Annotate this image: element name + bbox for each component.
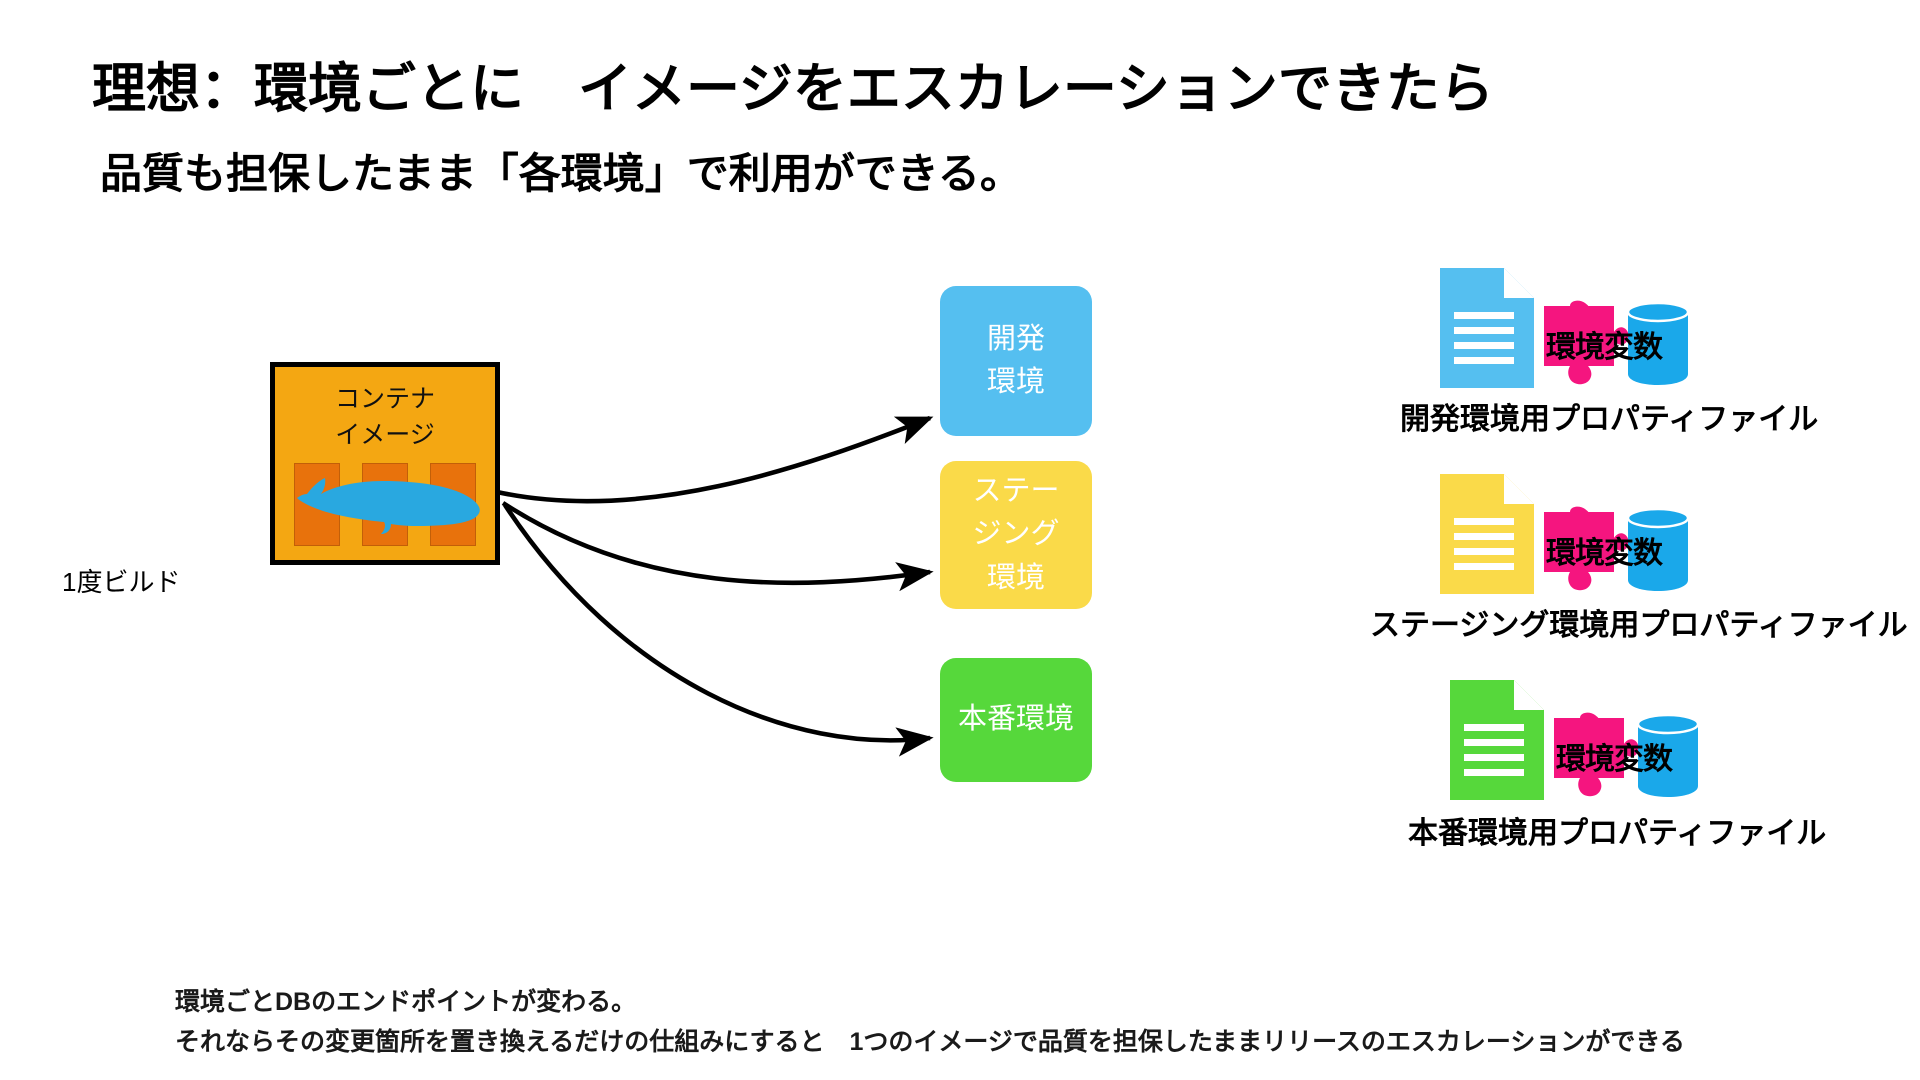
arrow-to-prod xyxy=(503,503,934,757)
env-var-badge-prod: 環境変数 xyxy=(1556,743,1673,776)
arrow-to-staging xyxy=(501,501,934,592)
container-image-box: コンテナ イメージ xyxy=(270,362,500,565)
container-image-label: コンテナ イメージ xyxy=(334,385,435,450)
puzzle-database-icon xyxy=(1554,712,1700,797)
env-var-badge-staging: 環境変数 xyxy=(1546,537,1663,570)
property-file-row-staging: 環境変数 ステージング環境用プロパティファイル xyxy=(1370,474,1908,642)
property-file-icons-prod: 環境変数 xyxy=(1450,680,1710,808)
database-cylinder-icon xyxy=(1636,713,1700,797)
document-icon xyxy=(1440,268,1534,388)
property-file-icons-dev: 環境変数 xyxy=(1440,268,1700,396)
puzzle-database-icon xyxy=(1544,506,1690,591)
puzzle-database-icon xyxy=(1544,300,1690,385)
property-file-label-staging: ステージング環境用プロパティファイル xyxy=(1370,609,1908,642)
property-file-icons-staging: 環境変数 xyxy=(1440,474,1700,602)
database-cylinder-icon xyxy=(1626,507,1690,591)
env-box-staging[interactable]: ステー ジング 環境 xyxy=(940,461,1092,609)
document-icon xyxy=(1440,474,1534,594)
env-box-dev[interactable]: 開発 環境 xyxy=(940,286,1092,436)
note-line-2: それならその変更箇所を置き換えるだけの仕組みにすると 1つのイメージで品質を担保… xyxy=(175,1028,1685,1056)
page-title: 理想：環境ごとに イメージをエスカレーションできたら xyxy=(92,59,1494,119)
env-var-badge-dev: 環境変数 xyxy=(1546,331,1663,364)
property-file-row-prod: 環境変数 本番環境用プロパティファイル xyxy=(1408,680,1826,850)
property-file-label-prod: 本番環境用プロパティファイル xyxy=(1408,817,1827,850)
page-subtitle: 品質も担保したまま「各環境」で利用ができる。 xyxy=(100,150,1022,197)
property-file-label-dev: 開発環境用プロパティファイル xyxy=(1400,403,1819,436)
build-once-label: 1度ビルド xyxy=(62,567,181,597)
arrow-to-dev xyxy=(496,415,934,504)
database-cylinder-icon xyxy=(1626,301,1690,385)
env-box-dev-label: 開発 環境 xyxy=(986,322,1045,399)
docker-whale-icon xyxy=(287,464,495,536)
env-box-prod-label: 本番環境 xyxy=(957,703,1074,736)
document-icon xyxy=(1450,680,1544,800)
env-box-prod[interactable]: 本番環境 xyxy=(940,658,1092,782)
property-file-row-dev: 環境変数 開発環境用プロパティファイル xyxy=(1400,268,1818,436)
env-box-staging-label: ステー ジング 環境 xyxy=(972,474,1060,594)
note-line-1: 環境ごとDBのエンドポイントが変わる。 xyxy=(175,988,637,1016)
